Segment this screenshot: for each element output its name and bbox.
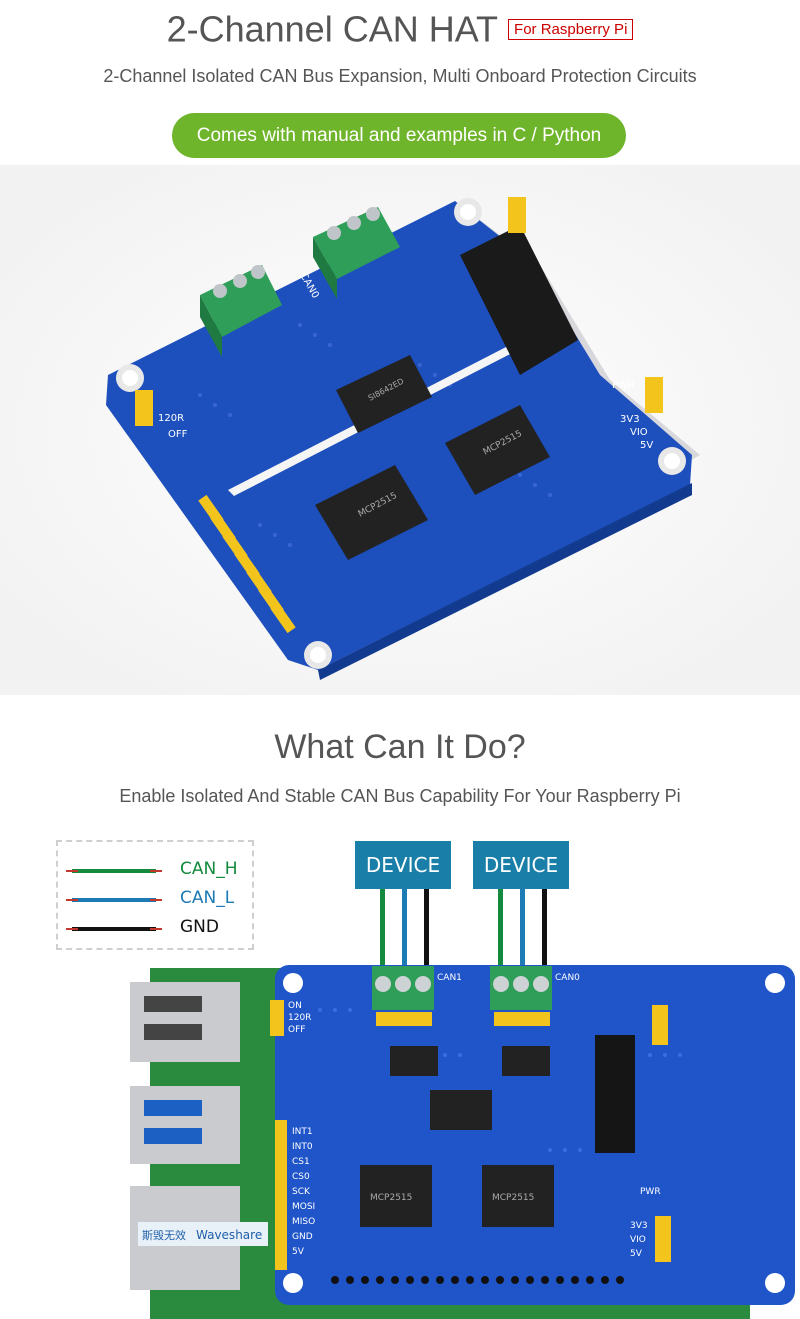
can-h-wire: [498, 889, 503, 969]
transceiver-chip: [390, 1046, 438, 1076]
label-5v: 5V: [292, 1247, 305, 1257]
can0-terminal-block: [490, 966, 552, 1010]
label-sck: SCK: [292, 1187, 311, 1197]
header-connector: [595, 1035, 635, 1153]
label-pwr: PWR: [612, 380, 635, 391]
gnd-wire: [542, 889, 547, 969]
label-off: OFF: [168, 429, 188, 440]
label-can0: CAN0: [555, 973, 580, 983]
device-wires: [380, 889, 547, 969]
product-title: 2-Channel CAN HAT: [166, 8, 499, 50]
chip-mcp2515: MCP2515: [315, 465, 428, 560]
section-title: What Can It Do?: [274, 728, 526, 766]
can-l-wire: [402, 889, 407, 969]
gpio-holes: [331, 1276, 624, 1284]
device-box: DEVICE: [355, 841, 451, 889]
label-mosi: MOSI: [292, 1202, 315, 1212]
label-miso: MISO: [292, 1217, 315, 1227]
svg-text:MCP2515: MCP2515: [492, 1193, 534, 1203]
legend-item-can-l: CAN_L: [66, 887, 252, 911]
can-terminal-block: [313, 207, 400, 299]
header-connector: [460, 225, 578, 375]
can-l-wire: [520, 889, 525, 969]
label-pwr: PWR: [640, 1187, 661, 1197]
can-h-line: [66, 869, 162, 873]
device-box: DEVICE: [473, 841, 569, 889]
label-can1: CAN1: [437, 973, 462, 983]
can-terminal-block: [200, 265, 282, 357]
transceiver-chip: [502, 1046, 550, 1076]
section-subtitle: Enable Isolated And Stable CAN Bus Capab…: [119, 786, 681, 806]
can1-pin-header: [376, 1012, 432, 1026]
mounting-holes: [116, 198, 686, 669]
label-5v-power: 5V: [630, 1249, 643, 1259]
chip-mcp2515: MCP2515: [445, 405, 550, 495]
page-title: 2-Channel CAN HAT For Raspberry Pi: [0, 6, 800, 50]
voltage-jumper: [645, 377, 663, 413]
label-gnd: GND: [292, 1232, 313, 1242]
legend-label: GND: [180, 917, 219, 937]
label-off: OFF: [288, 1025, 305, 1035]
label-3v3: 3V3: [620, 414, 640, 425]
can-h-wire: [380, 889, 385, 969]
manual-examples-button[interactable]: Comes with manual and examples in C / Py…: [172, 113, 626, 158]
gnd-line: [66, 927, 162, 931]
label-5v: 5V: [640, 440, 653, 451]
can1-terminal-block: [372, 966, 434, 1010]
label-vio: VIO: [630, 1235, 646, 1245]
label-120r: 120R: [288, 1013, 311, 1023]
gpio-pin-header: [198, 494, 296, 634]
can-l-line: [66, 898, 162, 902]
chip-isolator: SI8642ED: [336, 355, 432, 433]
product-photo-board: MCP2515 MCP2515 SI8642ED 120R OFF PWR 3V…: [0, 165, 800, 695]
label-cs1: CS1: [292, 1157, 310, 1167]
termination-jumper: [135, 390, 153, 426]
legend-item-gnd: GND: [66, 916, 252, 940]
legend-item-can-h: CAN_H: [66, 858, 252, 882]
gnd-wire: [424, 889, 429, 969]
label-3v3: 3V3: [630, 1221, 648, 1231]
termination-jumper: [270, 1000, 284, 1036]
platform-tag: For Raspberry Pi: [508, 18, 634, 40]
ethernet-port: 斯毁无效 Waveshare: [130, 1186, 268, 1290]
chip-mcp2515: MCP2515: [360, 1165, 432, 1227]
usb-port: [130, 982, 240, 1062]
jumper-top: [508, 197, 526, 233]
ethernet-label-brand: Waveshare: [196, 1228, 262, 1242]
chip-mcp2515: MCP2515: [482, 1165, 554, 1227]
label-120r: 120R: [158, 413, 184, 424]
product-subtitle: 2-Channel Isolated CAN Bus Expansion, Mu…: [103, 66, 697, 86]
label-cs0: CS0: [292, 1172, 310, 1182]
label-int1: INT1: [292, 1127, 313, 1137]
voltage-jumper: [655, 1216, 671, 1262]
ethernet-label-cn: 斯毁无效: [142, 1228, 186, 1242]
label-vio: VIO: [630, 427, 648, 438]
usb3-port: [130, 1086, 240, 1164]
wire-legend: CAN_H CAN_L GND: [56, 840, 254, 950]
label-on: ON: [288, 1001, 302, 1011]
svg-text:MCP2515: MCP2515: [370, 1193, 412, 1203]
legend-label: CAN_H: [180, 859, 238, 879]
product-photo-on-pi: 斯毁无效 Waveshare MCP2515 MCP2515: [130, 965, 795, 1319]
gpio-pin-header: [275, 1120, 287, 1270]
legend-label: CAN_L: [180, 888, 235, 908]
termination-jumper-right: [652, 1005, 668, 1045]
can0-pin-header: [494, 1012, 550, 1026]
isolator-chip: [430, 1090, 492, 1130]
label-int0: INT0: [292, 1142, 313, 1152]
